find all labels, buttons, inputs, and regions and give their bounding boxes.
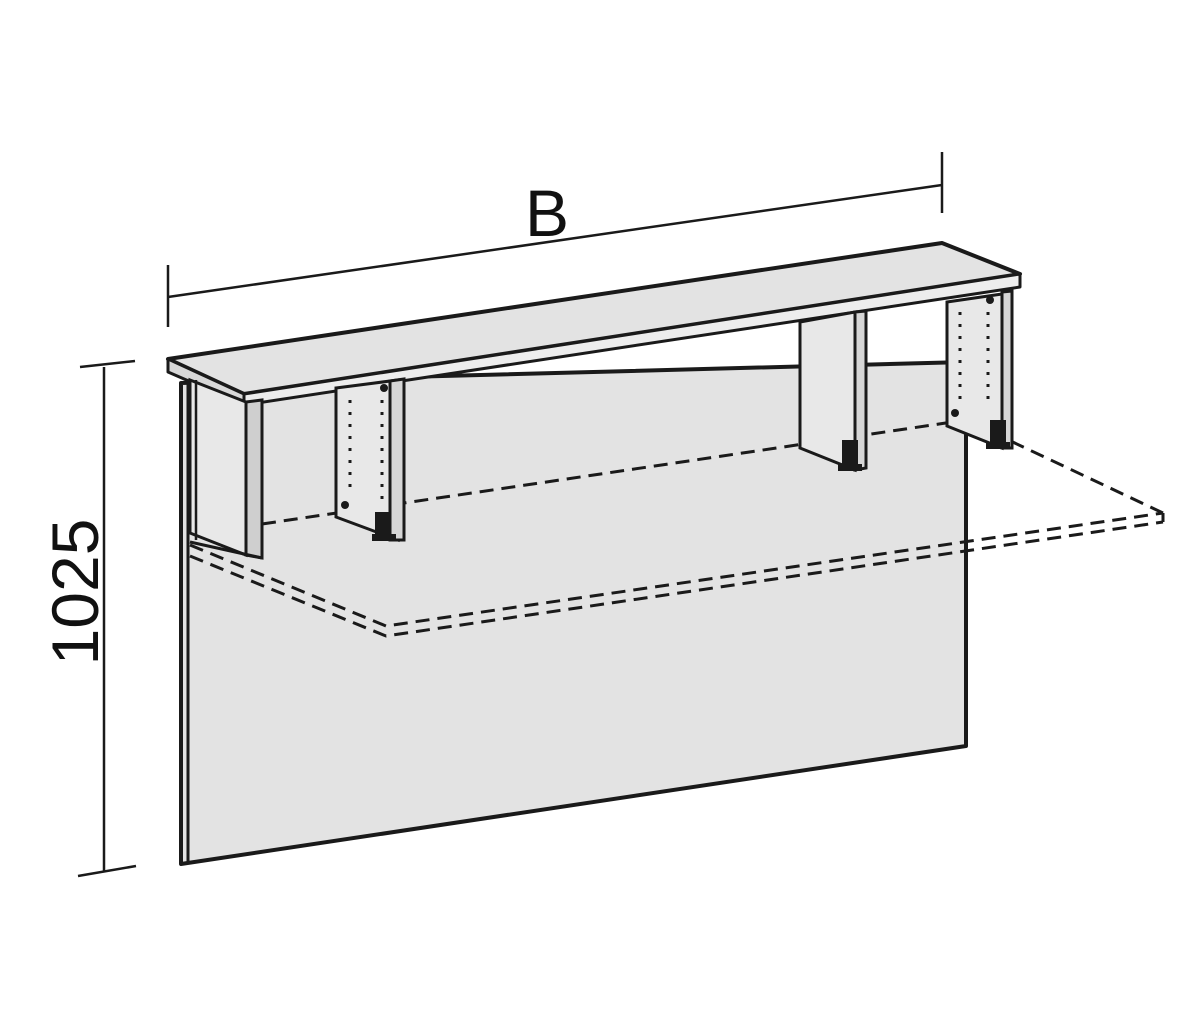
support-leg-front-inner xyxy=(334,377,406,543)
support-leg-back-inner xyxy=(798,309,868,473)
height-extension-top xyxy=(79,359,136,369)
width-label: B xyxy=(525,176,569,250)
desk-top-near-edge xyxy=(189,511,1164,628)
width-dimension: B xyxy=(166,152,944,327)
width-dimension-line xyxy=(167,183,943,299)
height-dimension: 1025 xyxy=(38,359,137,878)
height-extension-bottom xyxy=(77,864,137,878)
support-leg-front-left xyxy=(188,377,264,560)
desk-top-near-edge-lower xyxy=(189,520,1164,638)
support-leg-back-right xyxy=(945,289,1014,451)
height-label: 1025 xyxy=(38,519,112,666)
